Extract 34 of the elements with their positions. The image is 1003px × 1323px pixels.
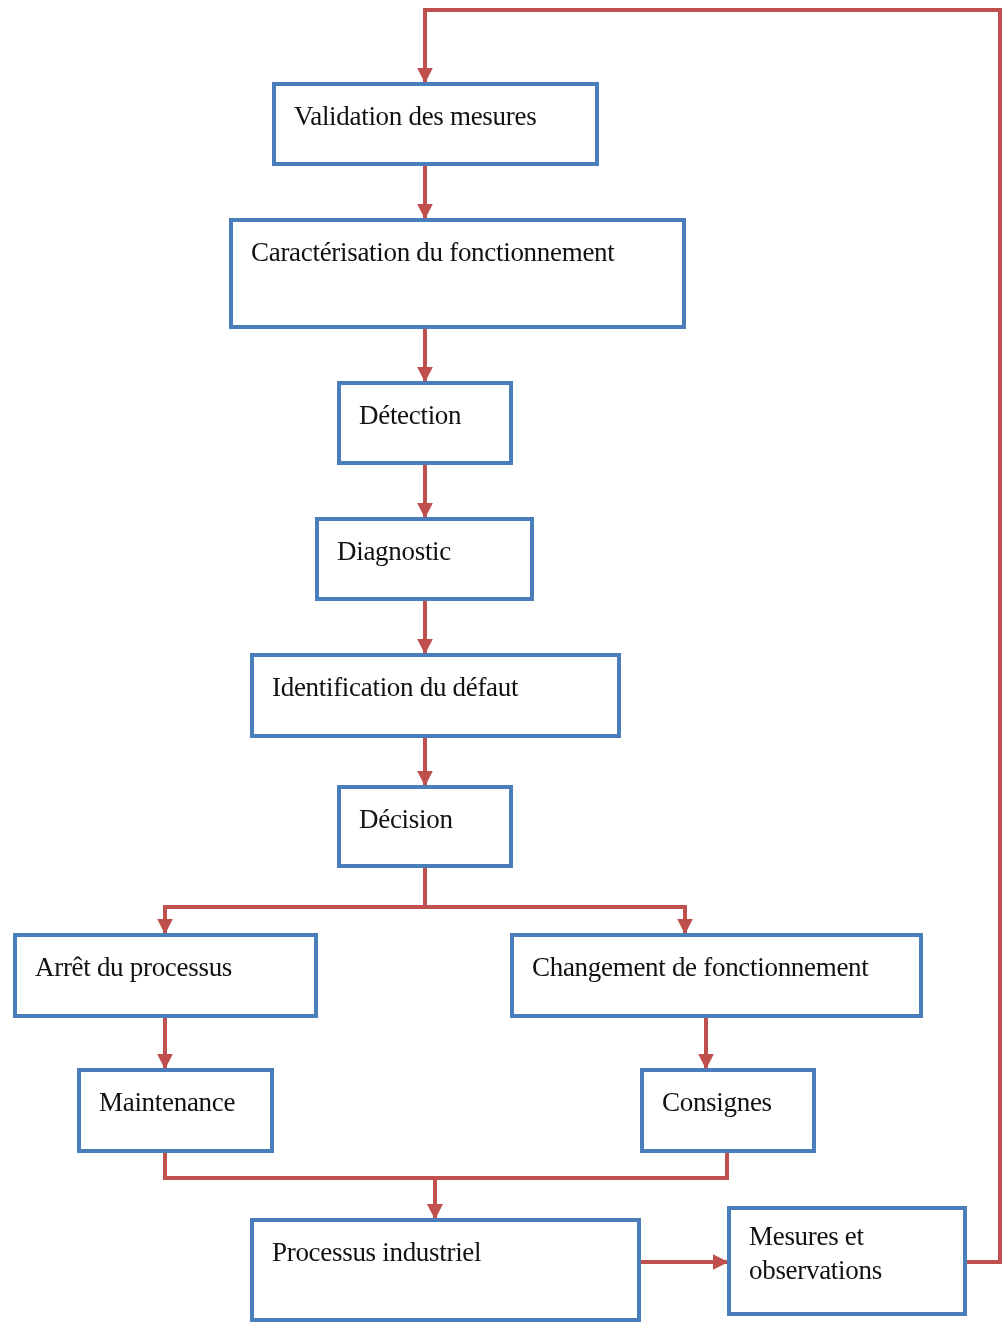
process-box bbox=[272, 82, 599, 166]
process-box bbox=[250, 1218, 641, 1322]
arrow bbox=[423, 868, 693, 935]
process-box bbox=[337, 381, 513, 465]
box-label: Arrêt du processus bbox=[35, 951, 234, 984]
process-box bbox=[13, 933, 318, 1018]
arrow bbox=[417, 8, 1002, 1264]
arrow bbox=[417, 465, 433, 519]
box-label: Consignes bbox=[662, 1086, 773, 1119]
arrow bbox=[698, 1018, 714, 1070]
process-box bbox=[315, 517, 534, 601]
process-box bbox=[510, 933, 923, 1018]
box-label: Identification du défaut bbox=[272, 671, 520, 704]
box-label: Changement de fonctionnement bbox=[532, 951, 870, 984]
process-box bbox=[640, 1068, 816, 1153]
box-label: Processus industriel bbox=[272, 1236, 483, 1269]
box-label: Décision bbox=[359, 803, 454, 836]
box-label: Caractérisation du fonctionnement bbox=[251, 236, 616, 269]
process-box bbox=[337, 785, 513, 868]
arrow bbox=[641, 1254, 729, 1270]
arrow bbox=[417, 738, 433, 787]
box-label: Validation des mesures bbox=[294, 100, 538, 133]
process-box bbox=[250, 653, 621, 738]
arrow bbox=[417, 329, 433, 383]
box-label: Détection bbox=[359, 399, 463, 432]
process-box bbox=[727, 1206, 967, 1316]
box-label: Mesures et observations bbox=[749, 1220, 883, 1287]
arrow bbox=[417, 166, 433, 220]
box-label: Diagnostic bbox=[337, 535, 452, 568]
box-label: Maintenance bbox=[99, 1086, 237, 1119]
process-box bbox=[229, 218, 686, 329]
process-box bbox=[77, 1068, 274, 1153]
arrow bbox=[157, 1018, 173, 1070]
arrow bbox=[417, 601, 433, 655]
